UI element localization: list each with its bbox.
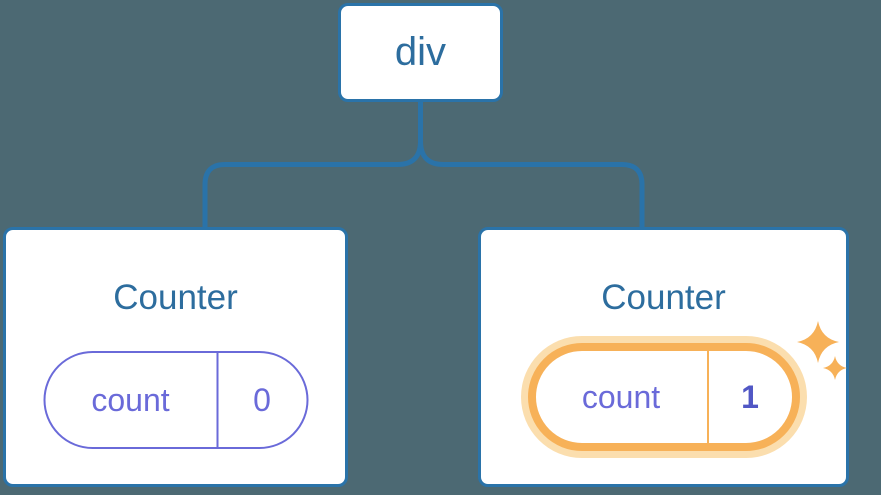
counter-card-left-title: Counter <box>113 278 238 317</box>
counter-card-left: Counter count 0 <box>3 227 348 487</box>
state-pill-right-highlighted: count 1 <box>527 343 800 451</box>
counter-card-right: Counter count 1 <box>478 227 849 487</box>
sparkle-small-icon <box>823 356 847 380</box>
root-node-label: div <box>394 30 447 74</box>
state-pill-right-name: count <box>536 351 709 443</box>
connector-root-to-left-child <box>202 100 423 227</box>
state-pill-left-name: count <box>45 353 218 447</box>
counter-card-right-title: Counter <box>601 278 726 317</box>
state-pill-right-value: 1 <box>741 378 759 415</box>
root-node-div: div <box>338 3 503 102</box>
sparkle-large-icon <box>797 321 839 363</box>
state-pill-left-value: 0 <box>253 381 271 418</box>
connector-root-to-right-child <box>418 100 645 227</box>
state-pill-left: count 0 <box>43 351 308 449</box>
sparkles-icon <box>797 321 847 380</box>
